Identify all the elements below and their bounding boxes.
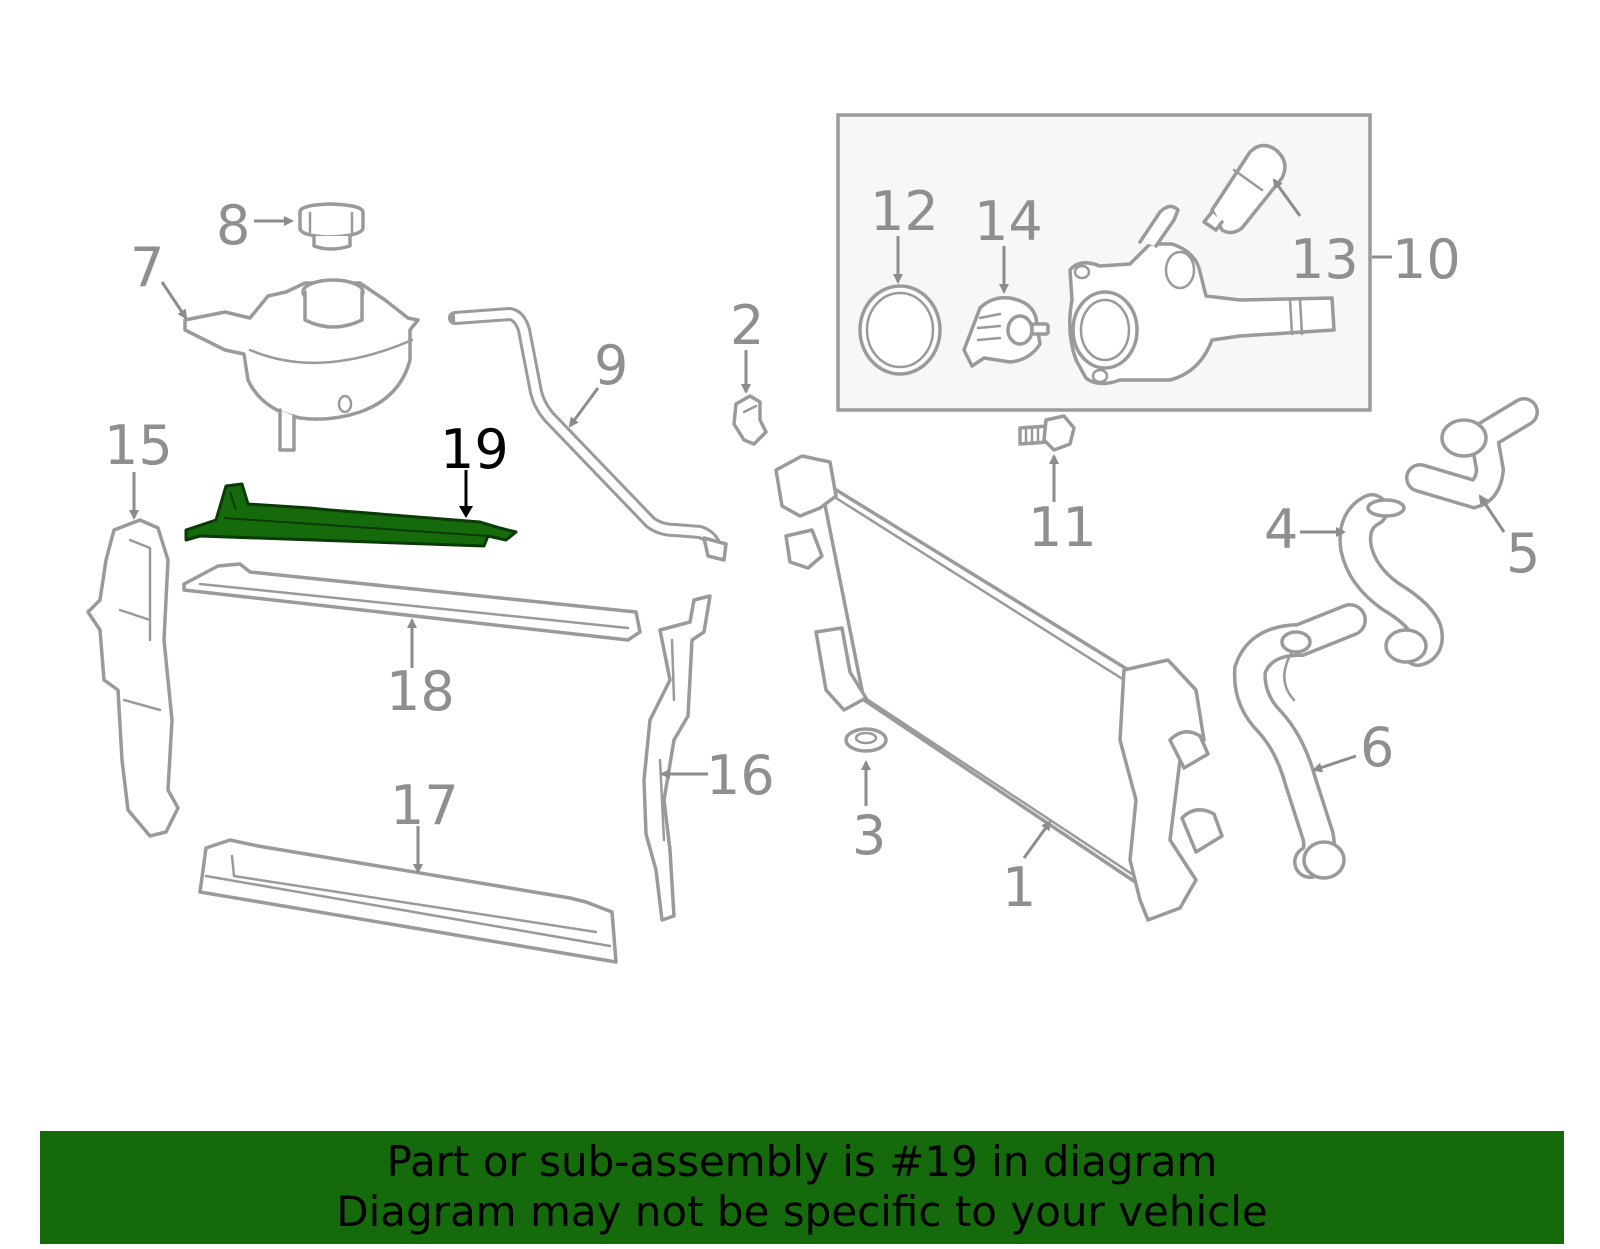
part-12-seal-ring[interactable] <box>858 284 942 376</box>
part-4-hose[interactable] <box>1338 493 1444 667</box>
part-16-right-air-seal[interactable] <box>642 594 712 922</box>
callout-17: 17 <box>390 774 459 837</box>
part-1-radiator[interactable] <box>774 454 1224 922</box>
part-6-hose[interactable] <box>1232 603 1367 880</box>
callout-5: 5 <box>1506 522 1540 585</box>
callout-3: 3 <box>852 804 886 867</box>
callout-10: 10 <box>1392 228 1461 291</box>
part-10-thermostat-housing[interactable] <box>1068 204 1336 386</box>
callout-9: 9 <box>594 334 628 397</box>
part-3-grommet[interactable] <box>844 727 888 753</box>
callout-7: 7 <box>130 236 164 299</box>
callout-2: 2 <box>730 294 764 357</box>
footer-banner: Part or sub-assembly is #19 in diagram D… <box>40 1131 1564 1244</box>
part-11-bolt[interactable] <box>1018 414 1076 452</box>
part-13-temperature-sensor[interactable] <box>1202 143 1287 235</box>
callout-16: 16 <box>706 744 775 807</box>
part-14-thermostat[interactable] <box>962 295 1050 368</box>
callout-12: 12 <box>870 180 939 243</box>
callout-19-highlighted: 19 <box>440 418 509 481</box>
callout-14: 14 <box>974 190 1043 253</box>
callout-18: 18 <box>386 660 455 723</box>
part-2-clip[interactable] <box>732 394 768 446</box>
part-18-upper-seal[interactable] <box>182 562 642 642</box>
callout-13: 13 <box>1290 228 1359 291</box>
part-15-left-air-seal[interactable] <box>86 518 180 838</box>
callout-1: 1 <box>1002 856 1036 919</box>
part-8-radiator-cap[interactable] <box>298 202 365 251</box>
callout-11: 11 <box>1028 496 1097 559</box>
part-17-lower-seal[interactable] <box>198 838 618 964</box>
callout-4: 4 <box>1264 498 1298 561</box>
part-7-coolant-reservoir[interactable] <box>183 278 420 452</box>
part-19-deflector-highlighted[interactable] <box>184 482 518 548</box>
part-5-hose[interactable] <box>1405 397 1539 510</box>
footer-line-1: Part or sub-assembly is #19 in diagram <box>386 1137 1218 1186</box>
callout-8: 8 <box>216 194 250 257</box>
callout-15: 15 <box>104 414 173 477</box>
callout-arrows <box>129 178 1506 874</box>
part-9-overflow-hose[interactable] <box>448 307 728 562</box>
callout-6: 6 <box>1360 716 1394 779</box>
footer-line-2: Diagram may not be specific to your vehi… <box>336 1187 1268 1236</box>
